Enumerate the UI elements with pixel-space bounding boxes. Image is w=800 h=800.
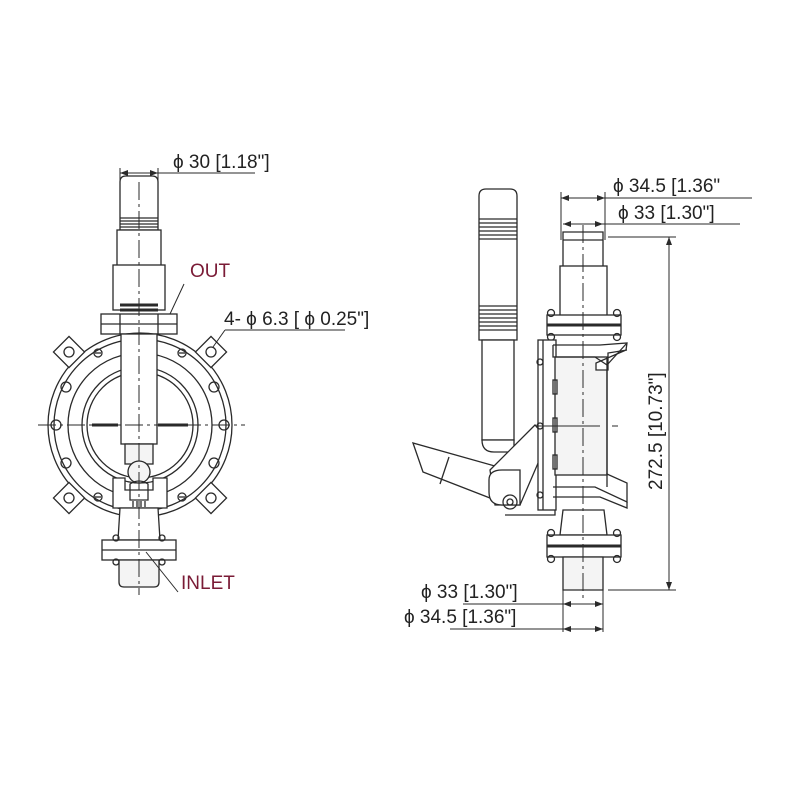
dim-text: ϕ 30 [1.18"]	[173, 152, 270, 173]
outlet-label-text: OUT	[190, 261, 231, 282]
side-inlet-pipe	[546, 509, 622, 591]
mount-ear	[52, 335, 86, 369]
pump-handle	[411, 188, 556, 516]
dim-text: ϕ 33 [1.30"]	[421, 582, 518, 603]
side-view: ϕ 34.5 [1.36" ϕ 33 [1.30"] 272.5 [10.73"…	[404, 176, 752, 632]
dim-bottom-inner-diameter: ϕ 33 [1.30"]	[421, 582, 604, 632]
mount-ear	[194, 481, 228, 515]
dim-text: ϕ 33 [1.30"]	[618, 203, 715, 224]
side-outlet-pipe	[546, 231, 622, 342]
dim-outlet-diameter: ϕ 30 [1.18"]	[119, 152, 270, 190]
dim-top-outer-diameter: ϕ 34.5 [1.36"	[560, 176, 752, 240]
mount-ear	[194, 335, 228, 369]
front-view: ϕ 30 [1.18"] OUT 4- ϕ 6.3 [ ϕ 0.25"] INL…	[38, 152, 369, 595]
dim-mount-holes: 4- ϕ 6.3 [ ϕ 0.25"]	[212, 309, 369, 348]
inlet-label-text: INLET	[181, 573, 235, 594]
outlet-label: OUT	[169, 261, 231, 315]
mount-ear	[52, 481, 86, 515]
dim-text: ϕ 34.5 [1.36"	[613, 176, 720, 197]
dim-text: ϕ 34.5 [1.36"]	[404, 607, 516, 628]
inlet-label: INLET	[145, 551, 235, 594]
dim-overall-height: 272.5 [10.73"]	[608, 236, 676, 591]
dim-text: 272.5 [10.73"]	[646, 372, 667, 490]
side-body	[536, 339, 628, 511]
dim-bottom-outer-diameter: ϕ 34.5 [1.36"]	[404, 607, 603, 632]
dim-top-inner-diameter: ϕ 33 [1.30"]	[563, 203, 740, 227]
dim-text: 4- ϕ 6.3 [ ϕ 0.25"]	[224, 309, 369, 330]
